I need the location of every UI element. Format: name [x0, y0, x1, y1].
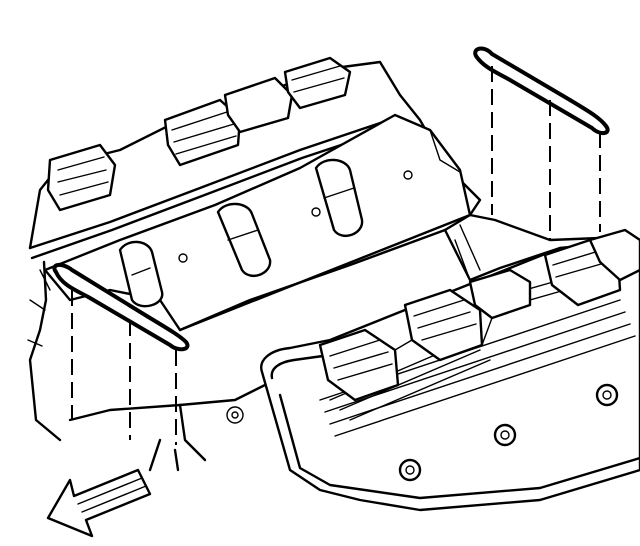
direction-arrow-icon	[46, 468, 152, 538]
intake-ports	[118, 158, 413, 308]
valve-cover-gasket-right	[473, 46, 610, 240]
right-cylinder-head	[68, 213, 627, 472]
valve-cover-gasket-left	[52, 263, 190, 445]
ignition-coils	[318, 228, 640, 402]
valve-cover	[260, 238, 640, 512]
upper-coil-group	[46, 56, 352, 212]
